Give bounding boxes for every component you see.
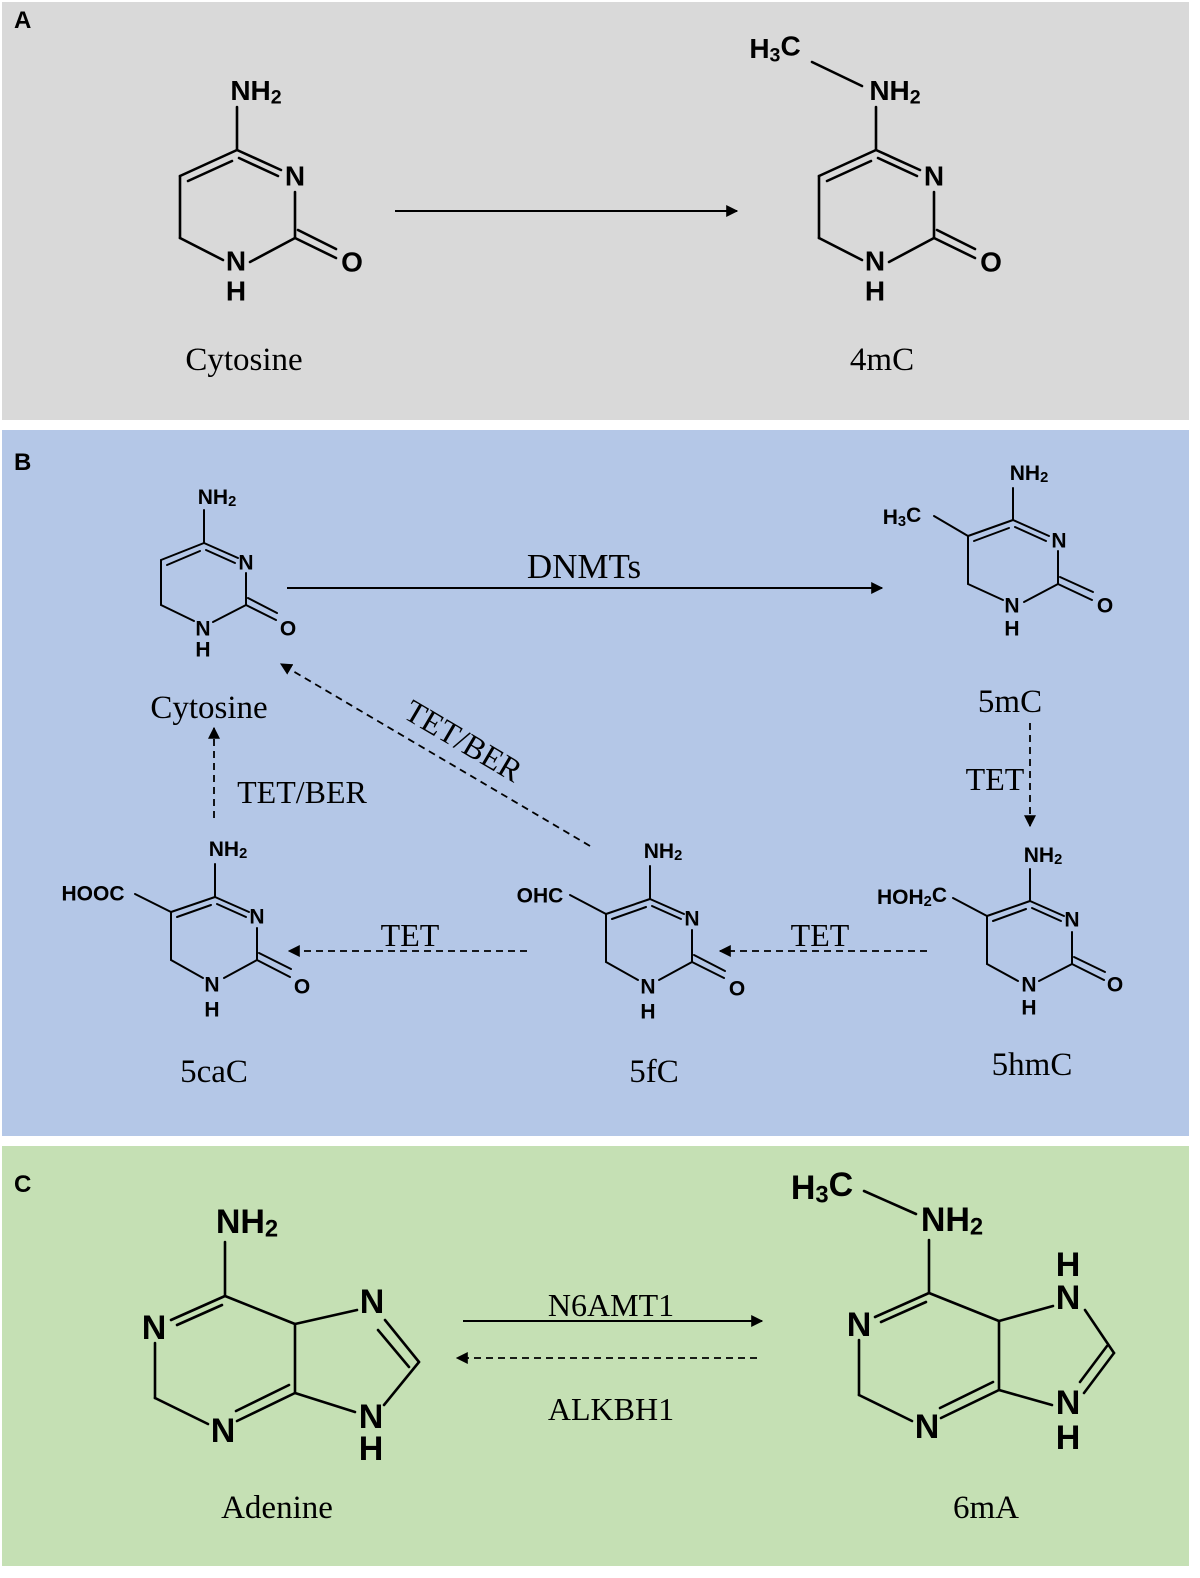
panel-c: C NH2​ N N N N H Adenine N6AMT1 [2, 1146, 1189, 1566]
amine-label: NH2​ [921, 1201, 983, 1241]
adenine-structure: NH2​ N N N N H [142, 1203, 421, 1468]
amine-label: NH2​ [216, 1203, 278, 1243]
4mc-structure: H3​C NH2​ N N H O [749, 31, 1002, 306]
n9-hydrogen-label: H [1056, 1419, 1081, 1457]
5mc-caption: 5mC [978, 684, 1042, 720]
5fc-structure: NH2​ OHC N N H O [517, 840, 746, 1024]
carbonyl-oxygen-label: O [341, 246, 363, 277]
amine-label: NH2​ [198, 486, 237, 510]
n9-label: N [359, 1398, 384, 1436]
alkbh1-label: ALKBH1 [548, 1391, 674, 1427]
cytosine-caption-a: Cytosine [185, 342, 302, 378]
panel-b: B NH2​ N N H O Cytosine DNMTs [2, 430, 1189, 1136]
carbonyl-oxygen-label: O [980, 246, 1002, 277]
adenine-caption: Adenine [221, 1490, 333, 1526]
6ma-structure: H3​C NH2​ N N H N N H [791, 1166, 1116, 1457]
carbonyl-oxygen-label: O [729, 978, 745, 1001]
n6amt1-label: N6AMT1 [548, 1287, 674, 1323]
amine-label: NH2​ [1010, 462, 1049, 486]
ring-nh-hydrogen-label: H [640, 1001, 655, 1024]
ring-nh-nitrogen-label: N [1021, 974, 1036, 997]
n7-label: N [1056, 1279, 1081, 1317]
hydroxymethyl-label: HOH2​C [877, 884, 947, 910]
panel-a: A NH2​ N N H O Cytosine [2, 2, 1189, 420]
amine-label: NH2​ [1024, 844, 1063, 868]
4mc-caption: 4mC [850, 342, 914, 378]
ring-nh-hydrogen-label: H [1004, 618, 1019, 641]
ring-nh-nitrogen-label: N [1004, 595, 1019, 618]
cytosine-structure-a: NH2​ N N H O [178, 75, 363, 306]
5mc-structure: NH2​ H3​C N N H O [883, 462, 1113, 641]
amine-label: NH2​ [230, 75, 281, 108]
ring-nh-nitrogen-label: N [226, 245, 246, 276]
amine-label: NH2​ [209, 838, 248, 862]
n3-label: N [915, 1408, 940, 1446]
5hmc-structure: NH2​ HOH2​C N N H O [877, 844, 1123, 1020]
methyl-label: H3​C [883, 504, 922, 530]
5hmc-caption: 5hmC [992, 1047, 1073, 1083]
ring-nitrogen-label: N [285, 160, 305, 191]
ring-nh-hydrogen-label: H [226, 275, 246, 306]
ring-nitrogen-label: N [249, 906, 264, 929]
carbonyl-oxygen-label: O [294, 976, 310, 999]
ring-nh-hydrogen-label: H [195, 639, 210, 662]
5cac-structure: NH2​ HOOC N N H O [62, 838, 311, 1022]
ring-nitrogen-label: N [684, 908, 699, 931]
ring-nh-hydrogen-label: H [865, 275, 885, 306]
ring-nitrogen-label: N [1051, 530, 1066, 553]
cytosine-structure-b: NH2​ N N H O [160, 486, 296, 662]
panel-c-letter: C [14, 1171, 31, 1198]
methyl-label: H3​C [749, 31, 800, 67]
panel-c-background [2, 1146, 1189, 1566]
carbonyl-oxygen-label: O [280, 618, 296, 641]
ring-nh-nitrogen-label: N [204, 974, 219, 997]
panel-b-letter: B [14, 449, 31, 476]
5cac-caption: 5caC [180, 1054, 248, 1090]
n1-label: N [847, 1306, 872, 1344]
formyl-label: OHC [517, 885, 564, 908]
ring-nh-nitrogen-label: N [195, 618, 210, 641]
6ma-caption: 6mA [953, 1490, 1019, 1526]
5fc-caption: 5fC [629, 1054, 679, 1090]
cytosine-caption-b: Cytosine [150, 690, 267, 726]
carbonyl-oxygen-label: O [1107, 974, 1123, 997]
dnmts-label: DNMTs [527, 547, 641, 586]
ring-nitrogen-label: N [924, 160, 944, 191]
panel-b-background [2, 430, 1189, 1136]
panel-a-letter: A [14, 7, 31, 34]
amine-label: NH2​ [869, 75, 920, 108]
n9-hydrogen-label: H [359, 1430, 384, 1468]
carbonyl-oxygen-label: O [1097, 595, 1113, 618]
ring-nh-nitrogen-label: N [865, 245, 885, 276]
carboxyl-label: HOOC [62, 883, 125, 906]
tet-label-5hmc-5fc: TET [791, 917, 850, 953]
n1-label: N [142, 1309, 167, 1347]
ring-nitrogen-label: N [238, 552, 253, 575]
n9-label: N [1056, 1384, 1081, 1422]
n7-hydrogen-label: H [1056, 1246, 1081, 1284]
ring-nitrogen-label: N [1064, 909, 1079, 932]
ring-nh-hydrogen-label: H [204, 999, 219, 1022]
tet-label-5mc-5hmc: TET [966, 761, 1025, 797]
tet-ber-label-5cac-cytosine: TET/BER [237, 774, 367, 810]
tet-label-5fc-5cac: TET [381, 917, 440, 953]
n3-label: N [211, 1412, 236, 1450]
amine-label: NH2​ [644, 840, 683, 864]
ring-nh-hydrogen-label: H [1021, 997, 1036, 1020]
n7-label: N [360, 1283, 385, 1321]
methyl-label: H3​C [791, 1166, 853, 1209]
ring-nh-nitrogen-label: N [640, 976, 655, 999]
